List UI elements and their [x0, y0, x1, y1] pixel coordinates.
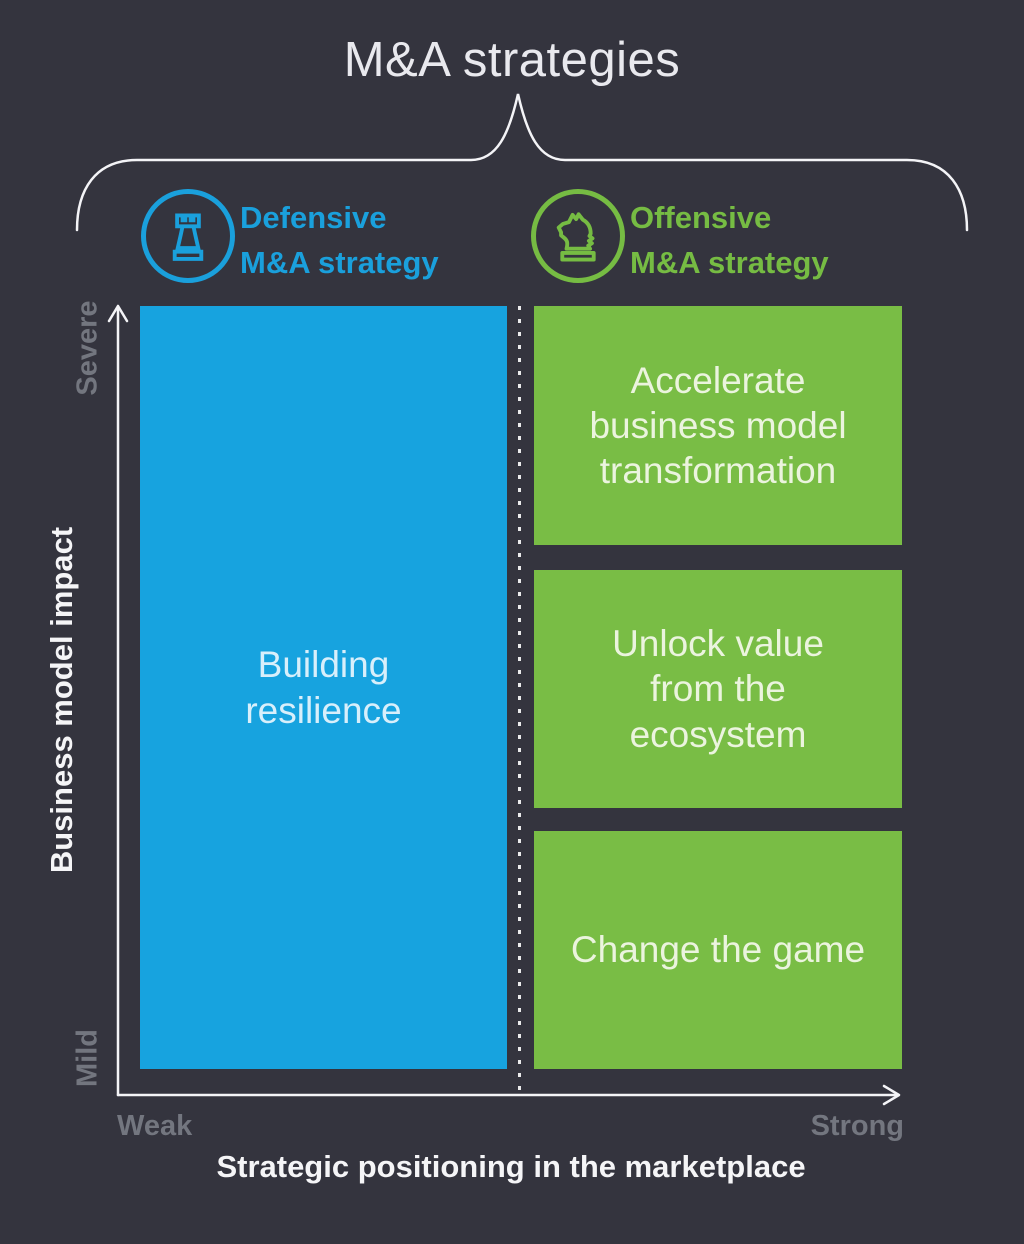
offensive-cell-accelerate-transformation: Accelerate business model transformation [534, 306, 902, 545]
defensive-legend-badge [141, 189, 235, 283]
offensive-cell-change-the-game: Change the game [534, 831, 902, 1069]
defensive-legend-line2: M&A strategy [240, 245, 439, 280]
dotted-divider-line [518, 306, 521, 1095]
offensive-legend-line1: Offensive [630, 200, 772, 235]
page-title: M&A strategies [343, 33, 681, 87]
knight-icon [556, 212, 596, 262]
defensive-legend-label: Defensive M&A strategy [240, 195, 439, 285]
offensive-cell-unlock-value: Unlock value from the ecosystem [534, 570, 902, 808]
x-axis-tick-weak: Weak [117, 1110, 193, 1142]
offensive-legend-line2: M&A strategy [630, 245, 829, 280]
y-axis-tick-severe: Severe [71, 300, 104, 396]
brace-shape [75, 93, 969, 232]
y-axis-title: Business model impact [44, 526, 79, 874]
x-axis-tick-strong: Strong [810, 1110, 904, 1142]
y-axis-tick-mild: Mild [71, 1029, 104, 1087]
y-axis-arrowhead [107, 304, 129, 323]
rook-icon [172, 213, 204, 261]
defensive-cell-building-resilience: Building resilience [140, 306, 507, 1069]
x-axis-arrowhead [882, 1084, 901, 1106]
defensive-legend-line1: Defensive [240, 200, 387, 235]
offensive-legend-badge [531, 189, 625, 283]
offensive-legend-label: Offensive M&A strategy [630, 195, 829, 285]
x-axis-title: Strategic positioning in the marketplace [216, 1149, 806, 1184]
